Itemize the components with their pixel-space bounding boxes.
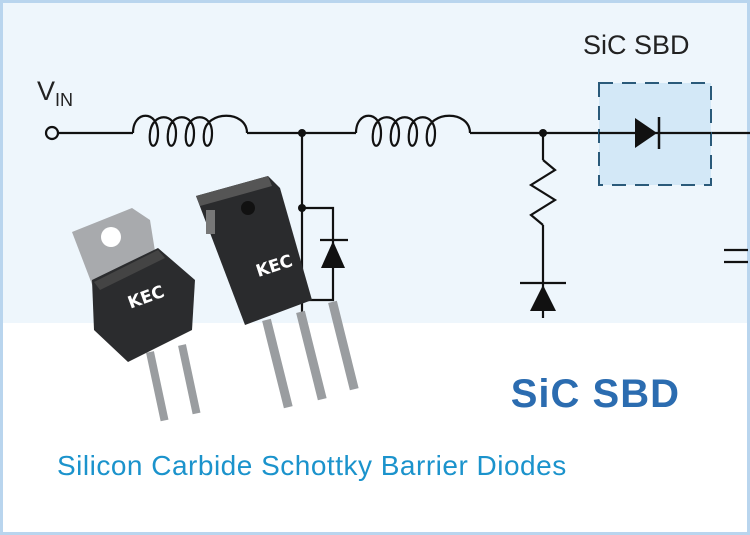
banner-title: SiC SBD	[510, 372, 680, 416]
sic-diode-icon	[635, 118, 657, 148]
sbd-diagram-label: SiC SBD	[583, 30, 690, 60]
resistor-icon	[528, 159, 558, 226]
inductor-2-icon	[354, 114, 472, 147]
input-terminal-icon	[44, 125, 60, 141]
junction-dot	[539, 129, 547, 137]
vin-text: V	[37, 76, 56, 106]
junction-dot	[298, 129, 306, 137]
diode-icon	[530, 285, 556, 311]
junction-dot	[298, 204, 306, 212]
vin-subscript: IN	[55, 90, 74, 110]
banner-subtitle: Silicon Carbide Schottky Barrier Diodes	[57, 450, 567, 481]
inductor-1-icon	[131, 114, 249, 147]
to247-package-icon: KEC	[196, 176, 359, 409]
vin-label: VIN	[37, 76, 73, 111]
to220-package-icon: KEC	[72, 208, 201, 422]
diode-icon	[321, 241, 345, 268]
